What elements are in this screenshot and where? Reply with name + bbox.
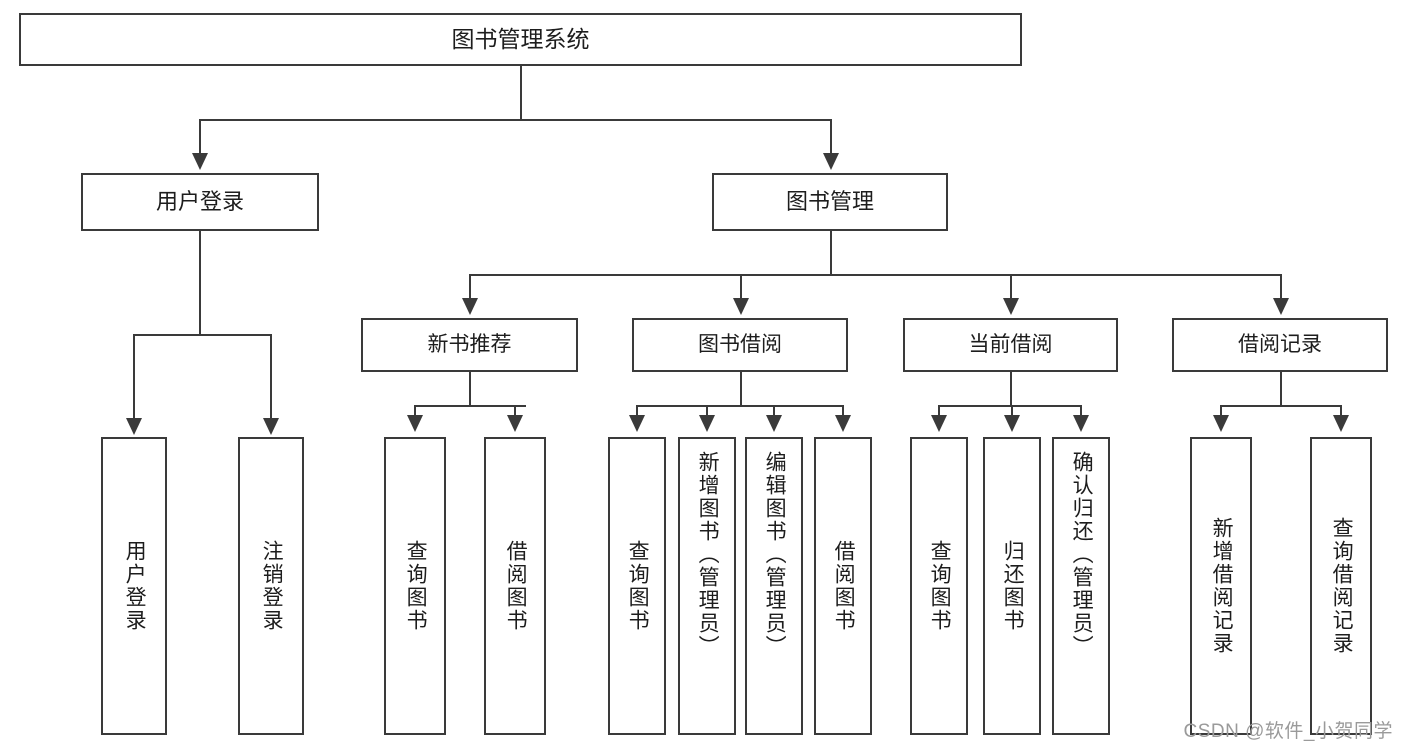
connector-borrow-to-leaf2 (706, 405, 708, 419)
node-root-system[interactable]: 图书管理系统 (19, 13, 1022, 66)
connector-records-stem (1280, 372, 1282, 406)
leaf-user-login-label: 用户登录 (123, 540, 147, 632)
node-book-management[interactable]: 图书管理 (712, 173, 948, 231)
leaf-add-book-admin-label: 新增图书（管理员） (696, 451, 720, 658)
connector-root-stem (520, 66, 522, 120)
connector-current-stem (1010, 372, 1012, 406)
leaf-borrow-book-label: 借阅图书 (832, 540, 856, 632)
connector-current-to-leaf1 (938, 405, 940, 419)
leaf-return-book[interactable]: 归还图书 (983, 437, 1041, 735)
connector-borrow-bus (636, 405, 843, 407)
connector-current-bus (938, 405, 1081, 407)
leaf-logout-login-label: 注销登录 (260, 540, 284, 632)
connector-book-mgmt-to-new-book (469, 274, 471, 302)
arrow-borrow-to-leaf2 (699, 415, 715, 432)
arrow-current-to-leaf3 (1073, 415, 1089, 432)
leaf-current-query-book[interactable]: 查询图书 (910, 437, 968, 735)
arrow-records-to-leaf2 (1333, 415, 1349, 432)
watermark-text: CSDN @软件_小贺同学 (1183, 721, 1393, 742)
connector-user-login-to-leaf1 (133, 334, 135, 422)
node-borrow-records[interactable]: 借阅记录 (1172, 318, 1388, 372)
connector-book-mgmt-to-current (1010, 274, 1012, 302)
node-new-book-recommend[interactable]: 新书推荐 (361, 318, 578, 372)
leaf-edit-book-admin[interactable]: 编辑图书（管理员） (745, 437, 803, 735)
leaf-current-query-book-label: 查询图书 (928, 540, 952, 632)
node-current-borrow-label: 当前借阅 (968, 332, 1053, 356)
connector-book-mgmt-to-borrow (740, 274, 742, 302)
leaf-user-login[interactable]: 用户登录 (101, 437, 167, 735)
leaf-borrow-query-book-label: 查询图书 (626, 540, 650, 632)
connector-current-to-leaf2 (1011, 405, 1013, 419)
connector-records-to-leaf1 (1220, 405, 1222, 419)
leaf-add-borrow-record-label: 新增借阅记录 (1210, 517, 1234, 655)
arrow-user-login-to-leaf1 (126, 418, 142, 435)
connector-book-mgmt-bus (469, 274, 1281, 276)
connector-root-bus (199, 119, 831, 121)
connector-new-book-to-leaf1 (414, 405, 416, 419)
leaf-confirm-return-admin[interactable]: 确认归还（管理员） (1052, 437, 1110, 735)
arrow-root-to-user-login (192, 153, 208, 170)
arrow-new-book-to-leaf1 (407, 415, 423, 432)
node-current-borrow[interactable]: 当前借阅 (903, 318, 1118, 372)
arrow-new-book-to-leaf2 (507, 415, 523, 432)
connector-current-to-leaf3 (1080, 405, 1082, 419)
leaf-query-borrow-record[interactable]: 查询借阅记录 (1310, 437, 1372, 735)
arrow-book-mgmt-to-current (1003, 298, 1019, 315)
leaf-new-book-query-label: 查询图书 (404, 540, 428, 632)
connector-new-book-bus (414, 405, 526, 407)
leaf-return-book-label: 归还图书 (1001, 540, 1025, 632)
connector-new-book-to-leaf2 (514, 405, 516, 419)
arrow-book-mgmt-to-records (1273, 298, 1289, 315)
connector-borrow-to-leaf4 (842, 405, 844, 419)
connector-borrow-to-leaf1 (636, 405, 638, 419)
connector-book-mgmt-to-records (1280, 274, 1282, 302)
connector-borrow-to-leaf3 (773, 405, 775, 419)
leaf-add-borrow-record[interactable]: 新增借阅记录 (1190, 437, 1252, 735)
arrow-borrow-to-leaf4 (835, 415, 851, 432)
node-book-borrow-label: 图书借阅 (698, 332, 782, 356)
arrow-book-mgmt-to-borrow (733, 298, 749, 315)
connector-user-login-to-leaf2 (270, 334, 272, 422)
node-book-management-label: 图书管理 (785, 189, 874, 215)
leaf-confirm-return-admin-label: 确认归还（管理员） (1070, 451, 1094, 658)
connector-user-login-bus (133, 334, 271, 336)
connector-root-to-user-login (199, 119, 201, 157)
connector-borrow-stem (740, 372, 742, 406)
connector-records-bus (1220, 405, 1341, 407)
leaf-query-borrow-record-label: 查询借阅记录 (1330, 517, 1354, 655)
connector-book-mgmt-stem (830, 231, 832, 275)
node-user-login-label: 用户登录 (155, 189, 244, 215)
leaf-new-book-query[interactable]: 查询图书 (384, 437, 446, 735)
arrow-current-to-leaf2 (1004, 415, 1020, 432)
connector-user-login-stem (199, 231, 201, 335)
node-book-borrow[interactable]: 图书借阅 (632, 318, 848, 372)
leaf-borrow-query-book[interactable]: 查询图书 (608, 437, 666, 735)
arrow-root-to-book-mgmt (823, 153, 839, 170)
connector-new-book-stem (469, 372, 471, 406)
node-user-login[interactable]: 用户登录 (81, 173, 319, 231)
leaf-borrow-book[interactable]: 借阅图书 (814, 437, 872, 735)
leaf-logout-login[interactable]: 注销登录 (238, 437, 304, 735)
arrow-book-mgmt-to-new-book (462, 298, 478, 315)
arrow-current-to-leaf1 (931, 415, 947, 432)
leaf-new-book-borrow-label: 借阅图书 (504, 540, 528, 632)
node-root-label: 图书管理系统 (451, 26, 590, 53)
arrow-user-login-to-leaf2 (263, 418, 279, 435)
connector-root-to-book-mgmt (830, 119, 832, 157)
arrow-borrow-to-leaf1 (629, 415, 645, 432)
leaf-add-book-admin[interactable]: 新增图书（管理员） (678, 437, 736, 735)
arrow-records-to-leaf1 (1213, 415, 1229, 432)
node-borrow-records-label: 借阅记录 (1238, 332, 1322, 356)
node-new-book-recommend-label: 新书推荐 (427, 332, 512, 356)
arrow-borrow-to-leaf3 (766, 415, 782, 432)
leaf-new-book-borrow[interactable]: 借阅图书 (484, 437, 546, 735)
leaf-edit-book-admin-label: 编辑图书（管理员） (763, 451, 787, 658)
connector-records-to-leaf2 (1340, 405, 1342, 419)
